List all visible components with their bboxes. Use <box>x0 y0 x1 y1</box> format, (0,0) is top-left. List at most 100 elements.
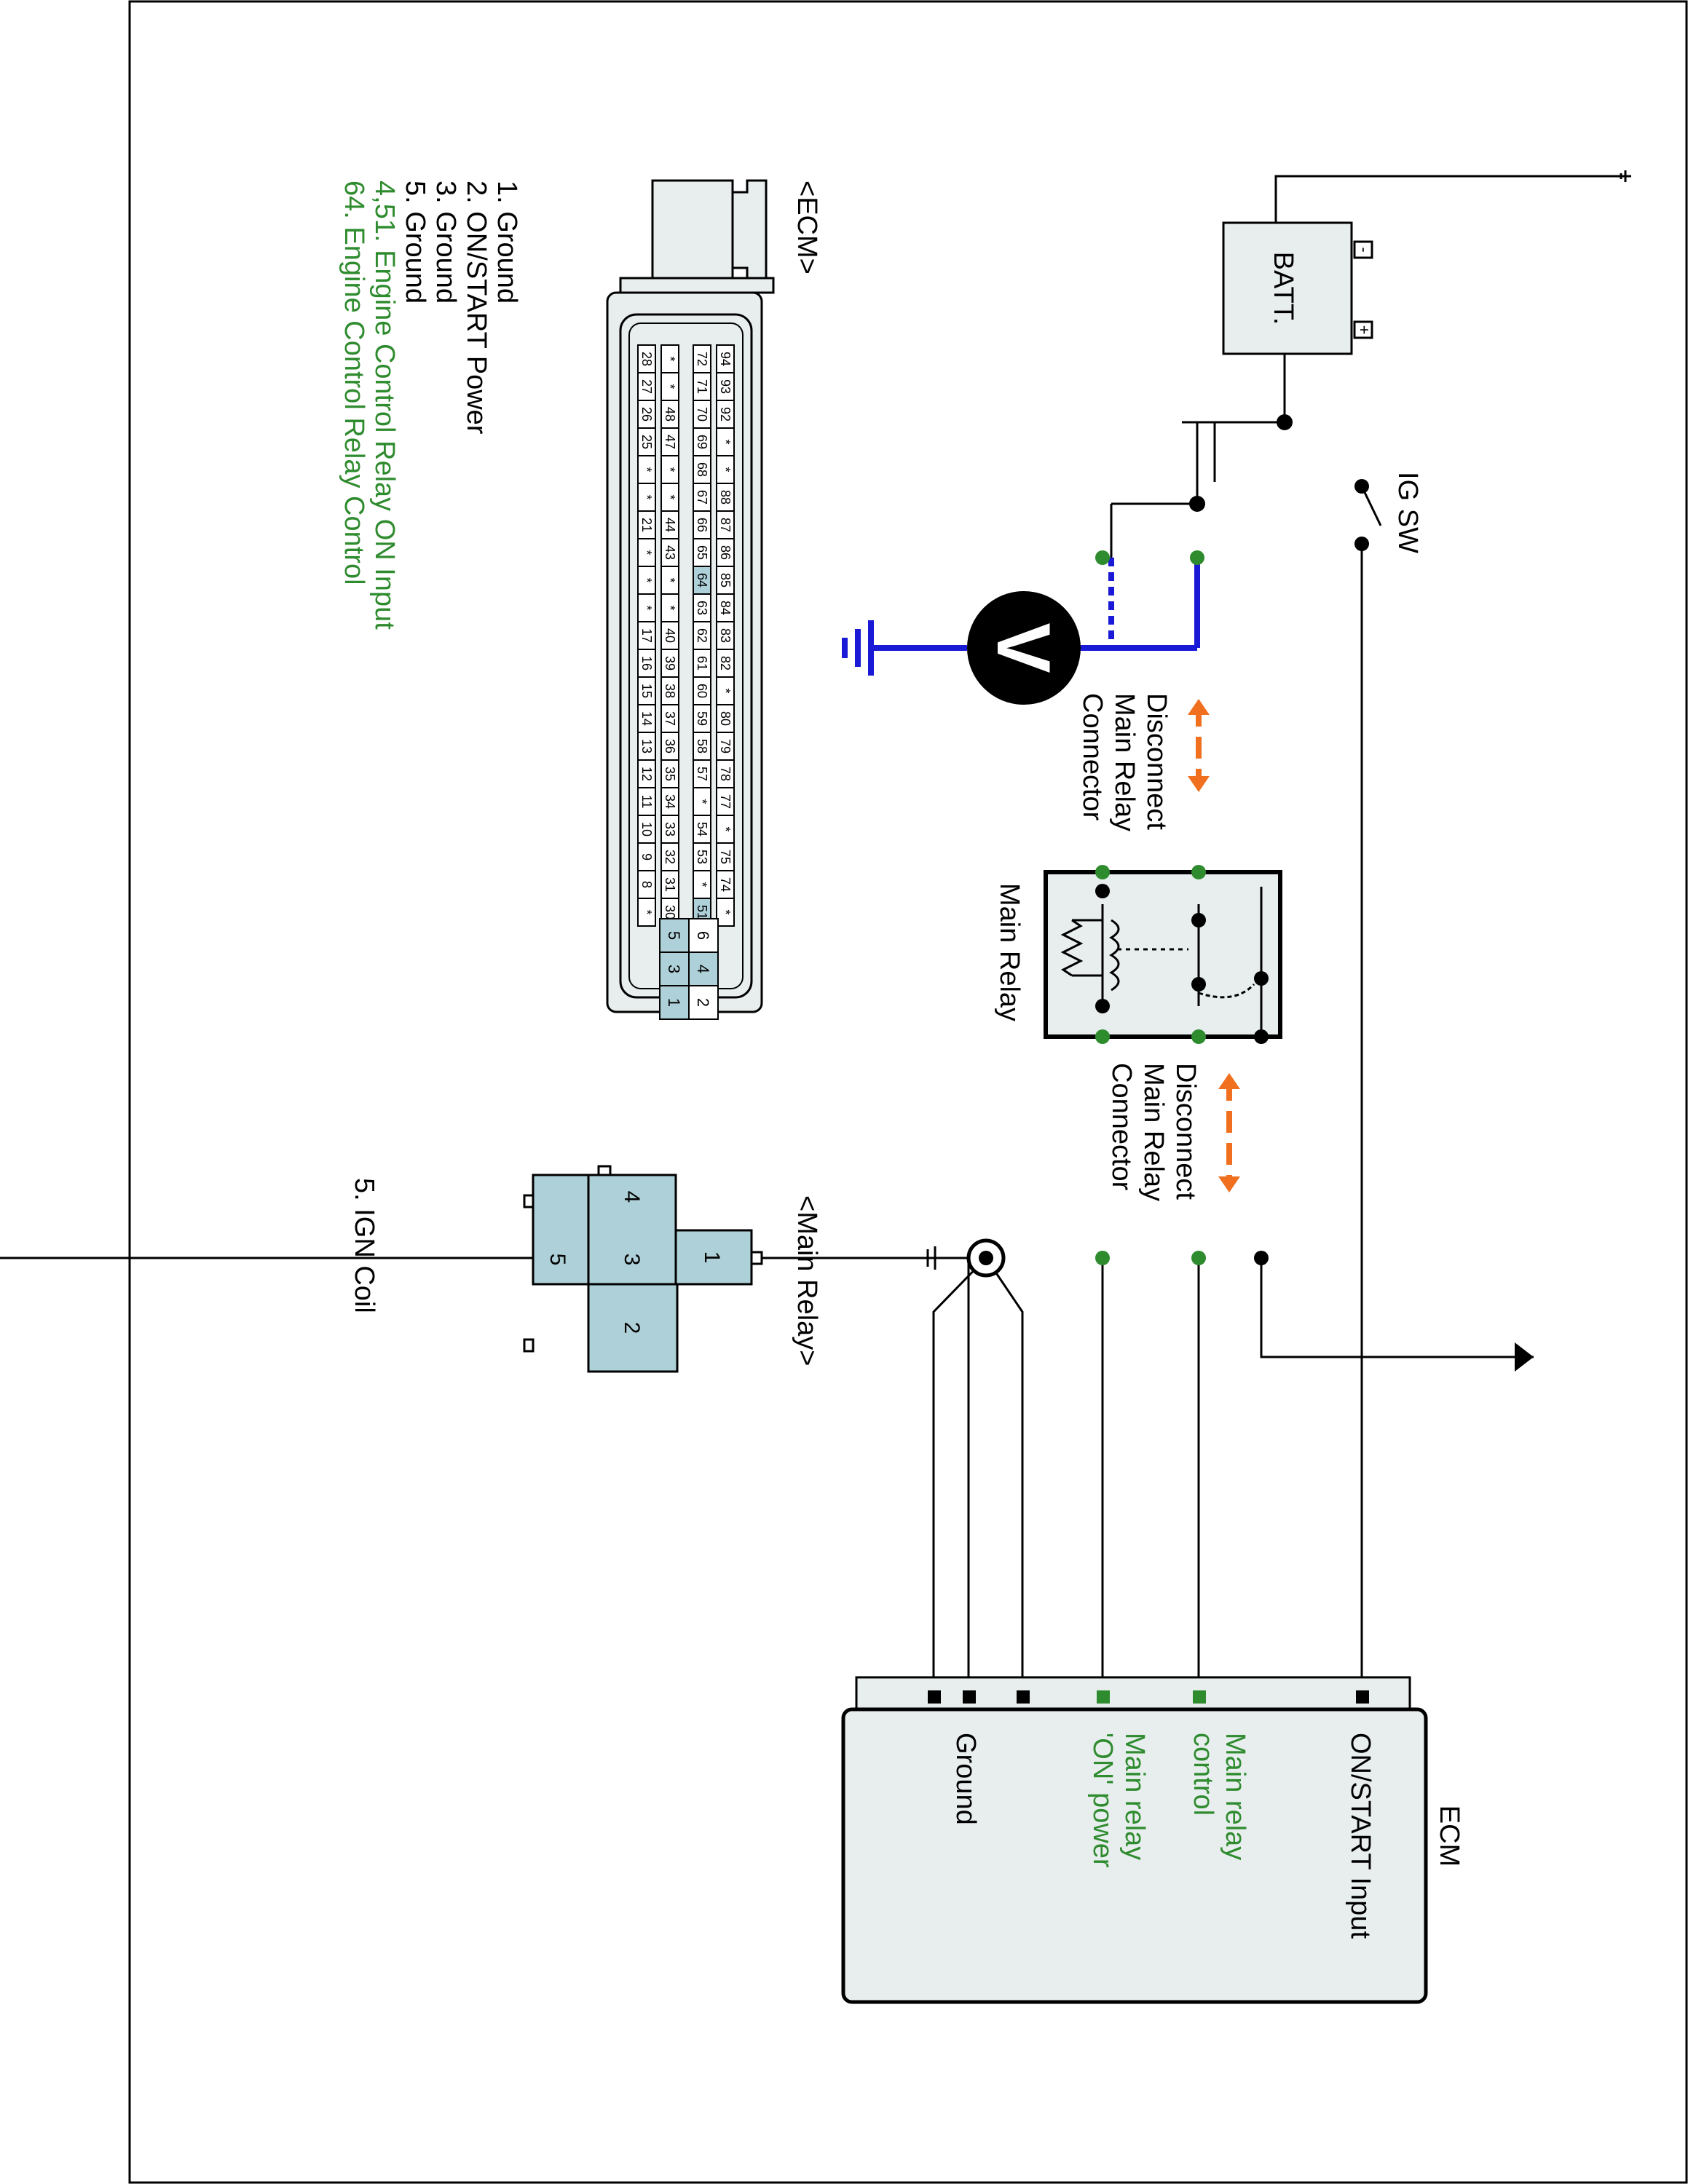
ecm-pin-label: 87 <box>718 518 733 532</box>
ecm-connector: <ECM> 949392**88878685848382*80797877*75… <box>606 179 822 1020</box>
ecm-pin-label: 70 <box>695 407 709 422</box>
arrow-icon <box>1515 1342 1534 1372</box>
ecm-pin-label: 39 <box>663 656 677 670</box>
ecm-small-pin-label: 4 <box>694 965 712 973</box>
ecm-pin-label: 28 <box>639 352 654 366</box>
ecm-pin-label: * <box>639 494 654 499</box>
ecm-pin-label: 31 <box>663 877 677 892</box>
ecm-pin-legend-item: 5. Ground <box>400 181 430 304</box>
relay-coil-icon <box>1109 919 1188 992</box>
ecm-pin-label: * <box>718 688 733 693</box>
ecm-pin-label: 13 <box>639 739 654 753</box>
ecm-pin-label: * <box>639 605 654 610</box>
ecm-pin-cell <box>716 898 735 927</box>
junction-dot <box>1277 414 1293 430</box>
ecm-pin-label: 82 <box>718 656 733 670</box>
ecm-main-relay-control-1: Main relay <box>1220 1733 1250 1860</box>
ecm-pin-legend-item: 2. ON/START Power <box>461 181 492 435</box>
relay-terminal <box>1095 884 1110 898</box>
ecm-pin-label: * <box>663 467 677 472</box>
ecm-small-pin-label: 6 <box>694 931 712 940</box>
ecm-block: ECM ON/START Input Main relay control Ma… <box>841 1676 1464 2004</box>
main-relay-pin-1: 1 <box>700 1251 724 1264</box>
switch-icon: IG SW <box>1354 472 1423 553</box>
ecm-pin-label: 85 <box>718 573 733 587</box>
relay-output-point <box>1254 1251 1269 1265</box>
relay-test-point <box>1095 1029 1110 1044</box>
ecm-pin-label: * <box>639 577 654 582</box>
ecm-pin-legend-item: 3. Ground <box>430 181 461 304</box>
ecm-pin-label: 64 <box>695 573 709 587</box>
ecm-pin-label: 65 <box>695 545 709 560</box>
main-relay-connector: <Main Relay> 1 2 3 4 5 <box>523 1165 822 1373</box>
ecm-pin-label: 72 <box>695 352 709 366</box>
ecm-pin-legend-item: 1. Ground <box>492 181 522 304</box>
ecm-pin-label: 44 <box>663 518 677 532</box>
svg-text:Connector: Connector <box>1106 1063 1137 1191</box>
relay-test-point <box>1191 865 1206 879</box>
relay-output-point <box>1095 1251 1110 1265</box>
ground-icon <box>926 1238 1006 1278</box>
ecm-pin-label: 53 <box>695 850 709 864</box>
ecm-main-relay-control-2: control <box>1188 1733 1218 1816</box>
test-point <box>1190 550 1204 565</box>
test-point <box>1095 550 1110 565</box>
relay-test-point <box>1191 1029 1206 1044</box>
ecm-pin-label: * <box>695 799 709 804</box>
disconnect-arrow-icon <box>1188 699 1210 792</box>
ecm-pin-label: 94 <box>718 352 733 366</box>
ecm-pin-label: 25 <box>639 435 654 449</box>
svg-text:Main Relay: Main Relay <box>1109 693 1140 831</box>
ecm-pin-label: * <box>663 384 677 389</box>
ecm-pin-label: 12 <box>639 767 654 781</box>
ecm-pin-label: * <box>718 439 733 444</box>
ground-icon <box>842 620 967 676</box>
ecm-pin-label: * <box>718 826 733 831</box>
ecm-pin-label: 54 <box>695 822 709 836</box>
ecm-connector-title: <ECM> <box>792 181 822 274</box>
ecm-pin-label: 38 <box>663 684 677 698</box>
ecm-pin-label: 63 <box>695 601 709 615</box>
ecm-pin-label: 51 <box>695 905 709 919</box>
ecm-pin-label: 93 <box>718 379 733 394</box>
ecm-pin-label: 83 <box>718 628 733 643</box>
ecm-pin-label: 8 <box>639 881 654 888</box>
ecm-pin-label: 66 <box>695 518 709 532</box>
ecm-pin-label: 15 <box>639 684 654 698</box>
disconnect-label-left: Disconnect Main Relay Connector <box>1077 693 1172 831</box>
ecm-pin-label: 33 <box>663 822 677 836</box>
ecm-pin-label: 61 <box>695 656 709 670</box>
main-relay-pin-5: 5 <box>545 1254 569 1266</box>
ecm-pin-label: * <box>663 605 677 610</box>
ecm-pin-cell <box>637 898 656 927</box>
ecm-pin-label: 71 <box>695 379 709 394</box>
ecm-pin-label: 74 <box>718 877 733 892</box>
rotated-content: - + BATT. IG SW V <box>0 170 1631 2004</box>
ecm-pin-label: 27 <box>639 379 654 394</box>
ecm-pin-label: * <box>718 467 733 472</box>
ecm-pin-label: 57 <box>695 767 709 781</box>
ecm-pin-label: 9 <box>639 853 654 860</box>
ecm-pin-label: 14 <box>639 711 654 726</box>
ecm-pin-legend-item: 4,51. Engine Control Relay ON Input <box>369 181 400 630</box>
ecm-pin-label: * <box>639 467 654 472</box>
ecm-pin-label: * <box>639 909 654 914</box>
ecm-pin-label: 75 <box>718 850 733 864</box>
main-relay-pin-legend: 5. IGN Coil <box>349 1178 379 1313</box>
ecm-pin-label: 80 <box>718 711 733 726</box>
ecm-pin-label: 17 <box>639 628 654 643</box>
ecm-small-pin-label: 3 <box>665 965 683 973</box>
ecm-pin-label: 67 <box>695 490 709 505</box>
ecm-pin-label: * <box>663 494 677 499</box>
ecm-pin-label: 86 <box>718 545 733 560</box>
svg-text:Main Relay: Main Relay <box>1138 1063 1169 1201</box>
ecm-main-relay-on-power-1: Main relay <box>1119 1733 1150 1860</box>
main-relay-pin-3: 3 <box>620 1254 644 1266</box>
relay-terminal <box>1191 977 1206 992</box>
relay-test-point <box>1095 865 1110 879</box>
battery-minus-label: - <box>1355 247 1373 252</box>
ecm-title: ECM <box>1434 1805 1464 1867</box>
